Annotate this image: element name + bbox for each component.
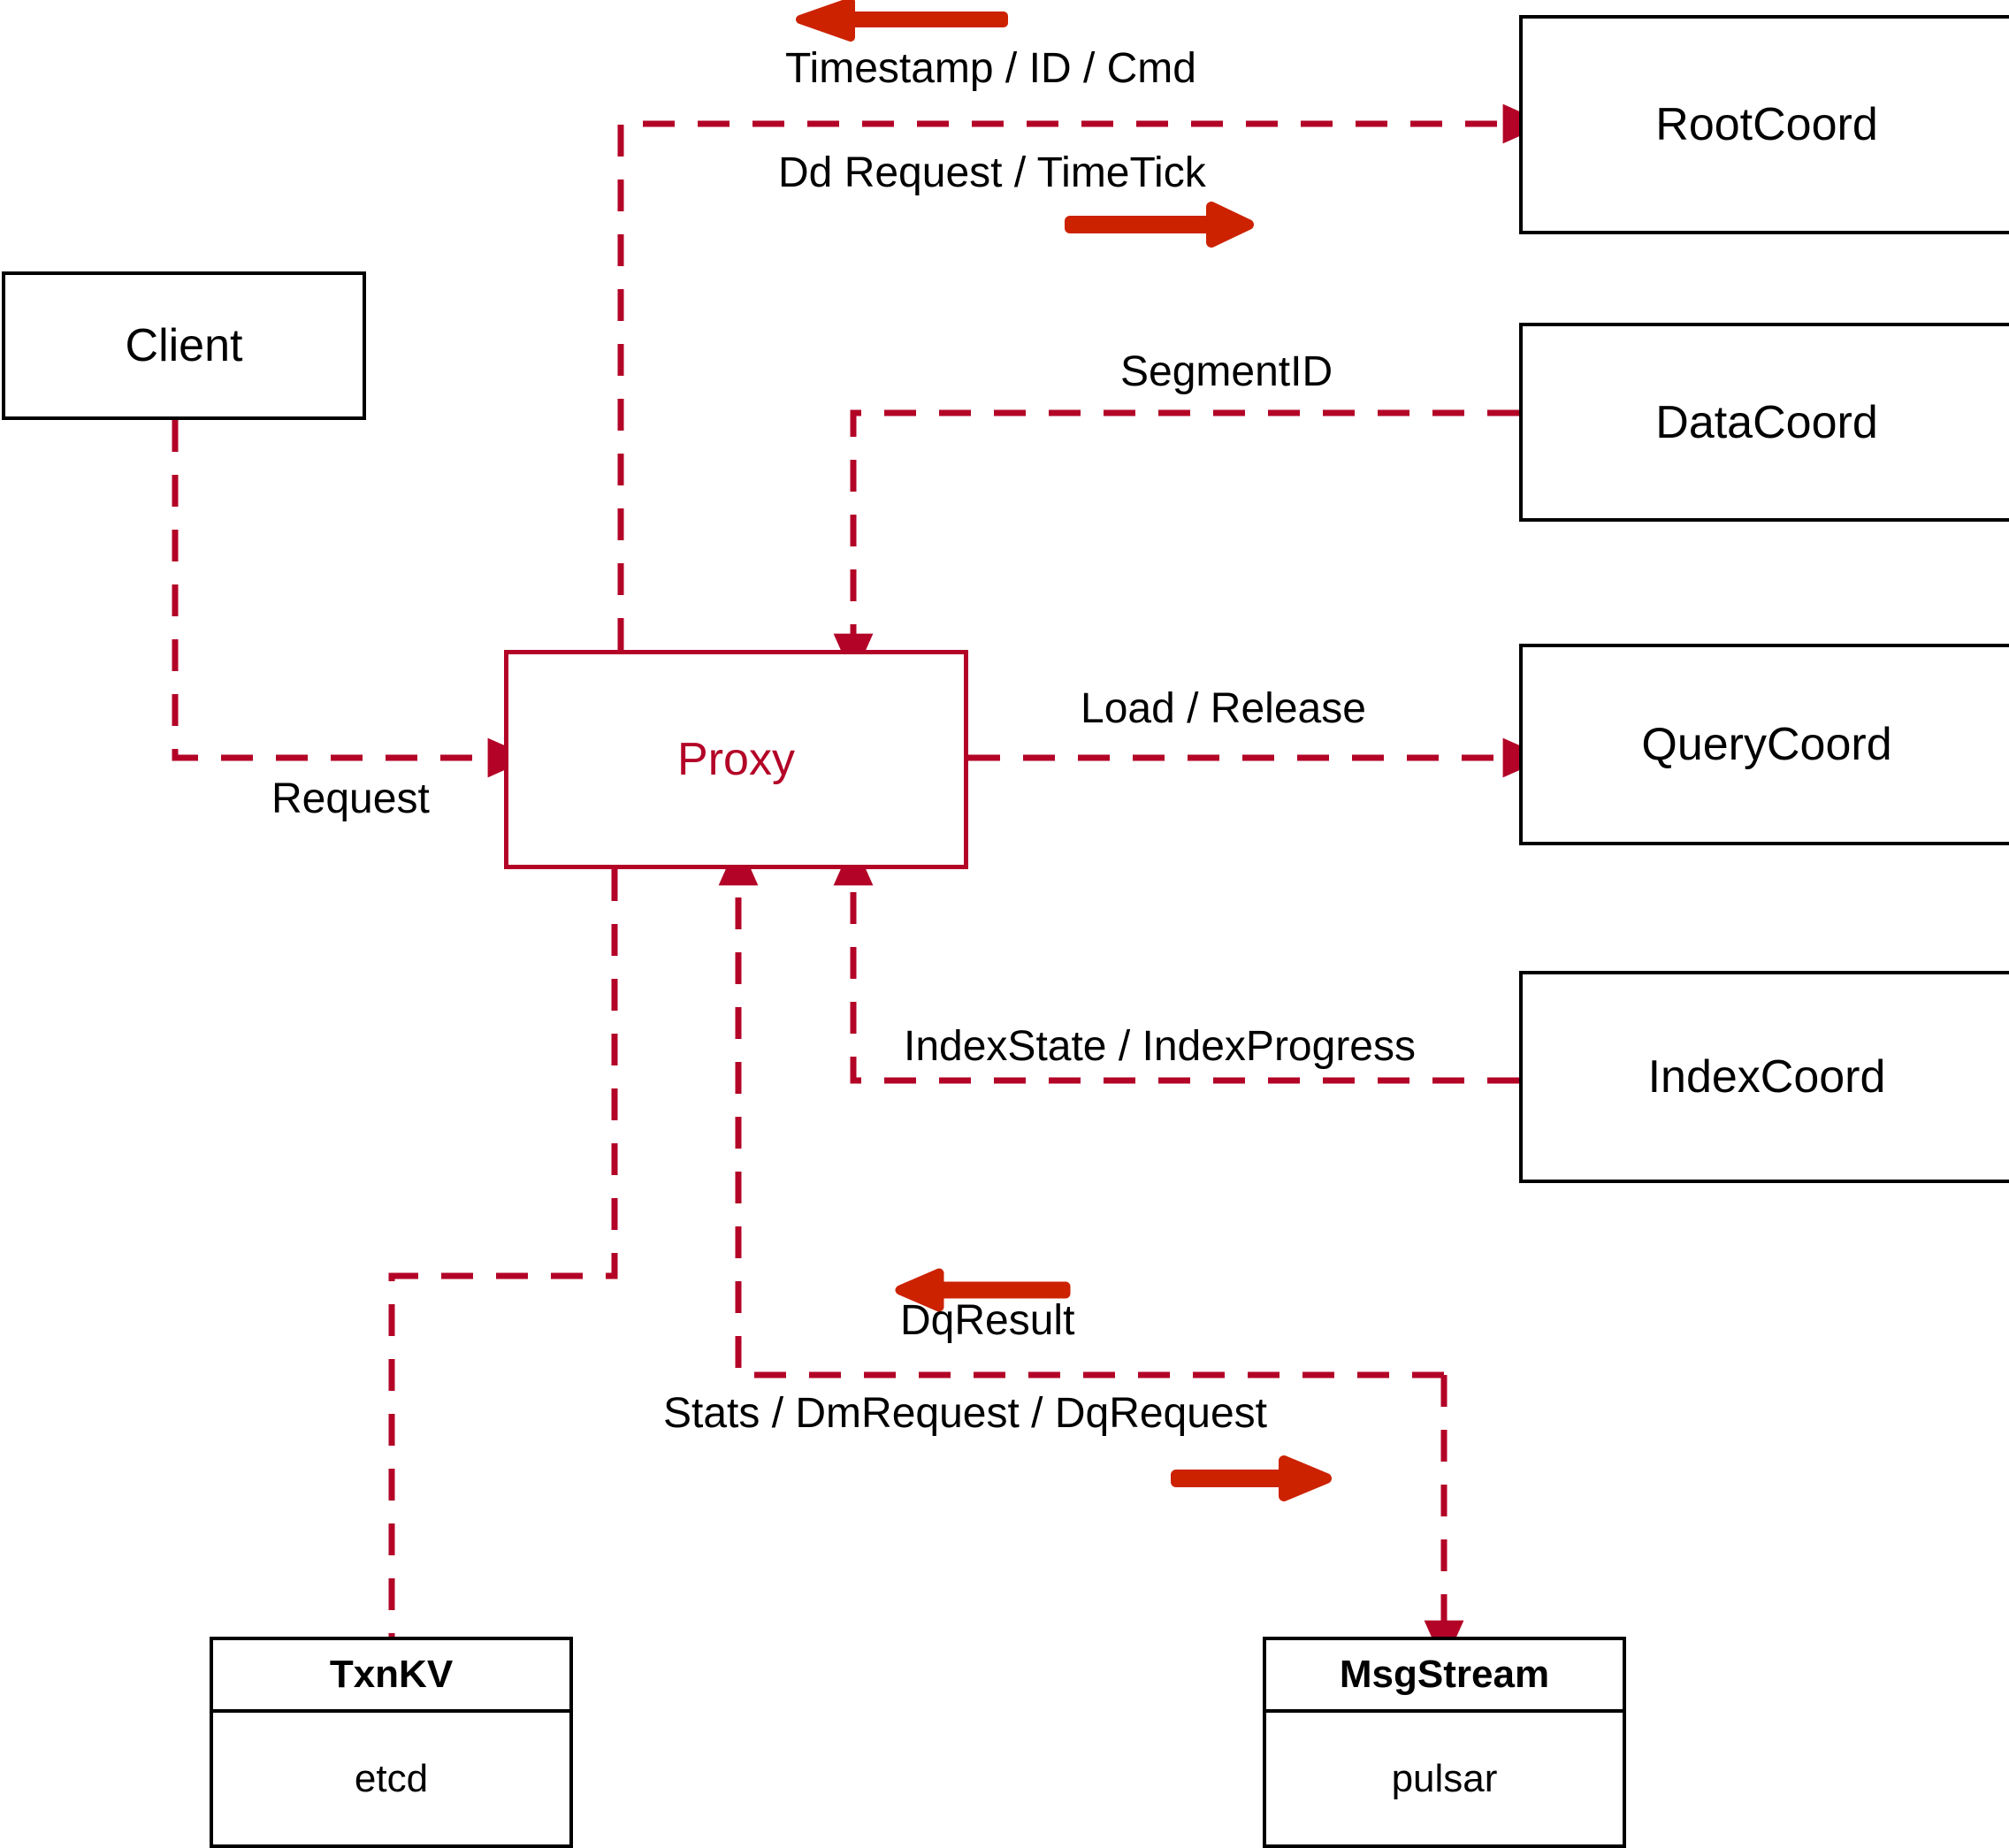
node-indexcoord[interactable]: IndexCoord bbox=[1519, 971, 2009, 1183]
label-dq-result: DqResult bbox=[900, 1297, 1075, 1344]
node-txnkv-header: TxnKV bbox=[213, 1640, 569, 1713]
node-msgstream-title: MsgStream bbox=[1339, 1653, 1550, 1696]
label-dd-request-timetick: Dd Request / TimeTick bbox=[778, 149, 1206, 196]
label-timestamp-id-cmd: Timestamp / ID / Cmd bbox=[785, 45, 1196, 92]
node-msgstream-body: pulsar bbox=[1266, 1713, 1623, 1844]
node-indexcoord-label: IndexCoord bbox=[1647, 1051, 1886, 1103]
dq-result-direction-arrow bbox=[895, 1268, 1071, 1312]
node-proxy[interactable]: Proxy bbox=[504, 650, 968, 869]
timestamp-id-cmd-direction-arrow bbox=[796, 0, 1008, 42]
node-msgstream-impl: pulsar bbox=[1391, 1756, 1498, 1800]
node-txnkv-body: etcd bbox=[213, 1713, 569, 1844]
node-querycoord-label: QueryCoord bbox=[1641, 719, 1892, 770]
node-txnkv-impl: etcd bbox=[354, 1756, 429, 1800]
edge-proxy-to-txnkv bbox=[388, 869, 618, 1637]
node-rootcoord[interactable]: RootCoord bbox=[1519, 15, 2009, 234]
stats-dm-dq-request-direction-arrow bbox=[1171, 1455, 1332, 1501]
node-datacoord[interactable]: DataCoord bbox=[1519, 323, 2009, 522]
node-txnkv-title: TxnKV bbox=[329, 1653, 454, 1696]
edge-proxy-to-rootcoord bbox=[617, 103, 1547, 650]
edge-msgstream-to-proxy bbox=[718, 841, 1444, 1378]
node-client[interactable]: Client bbox=[2, 271, 366, 420]
label-index-state-progress: IndexState / IndexProgress bbox=[904, 1023, 1416, 1070]
label-request: Request bbox=[271, 775, 430, 822]
edge-client-to-proxy bbox=[172, 420, 532, 778]
label-load-release: Load / Release bbox=[1081, 685, 1366, 732]
node-msgstream-header: MsgStream bbox=[1266, 1640, 1623, 1713]
node-msgstream[interactable]: MsgStream pulsar bbox=[1263, 1637, 1626, 1848]
node-txnkv[interactable]: TxnKV etcd bbox=[210, 1637, 573, 1848]
edge-datacoord-to-proxy bbox=[833, 409, 1519, 678]
node-client-label: Client bbox=[125, 320, 243, 371]
dd-request-timetick-direction-arrow bbox=[1065, 202, 1254, 248]
label-segment-id: SegmentID bbox=[1120, 348, 1333, 395]
edge-indexcoord-to-proxy bbox=[833, 841, 1519, 1084]
node-rootcoord-label: RootCoord bbox=[1655, 99, 1878, 150]
node-proxy-label: Proxy bbox=[677, 734, 795, 785]
label-stats-dm-dq-request: Stats / DmRequest / DqRequest bbox=[663, 1390, 1267, 1437]
node-datacoord-label: DataCoord bbox=[1655, 396, 1878, 448]
node-querycoord[interactable]: QueryCoord bbox=[1519, 644, 2009, 845]
